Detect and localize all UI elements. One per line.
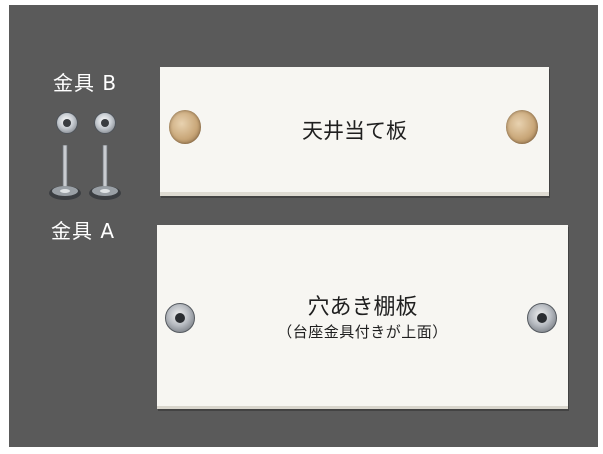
fitting-a-pin-icon xyxy=(49,145,81,200)
perforated-shelf-board: 穴あき棚板 （台座金具付きが上面） xyxy=(157,225,568,409)
product-photo: 金具 B 金具 A 天井当て板 穴あき棚板 （台座金具付きが上面） xyxy=(9,5,598,447)
cork-pad-icon xyxy=(506,110,538,144)
base-fitting-socket-icon xyxy=(165,303,195,333)
ceiling-plate-board: 天井当て板 xyxy=(160,67,549,196)
ceiling-plate-label: 天井当て板 xyxy=(302,119,407,143)
fitting-b-nut-icon xyxy=(94,112,116,134)
fitting-a-pin-icon xyxy=(89,145,121,200)
perforated-shelf-note: （台座金具付きが上面） xyxy=(277,323,448,341)
fitting-b-label: 金具 B xyxy=(53,71,118,95)
perforated-shelf-label: 穴あき棚板 xyxy=(307,295,418,320)
fitting-a-label: 金具 A xyxy=(51,219,116,243)
fitting-b-nut-icon xyxy=(56,112,78,134)
base-fitting-socket-icon xyxy=(527,303,557,333)
cork-pad-icon xyxy=(169,110,201,144)
